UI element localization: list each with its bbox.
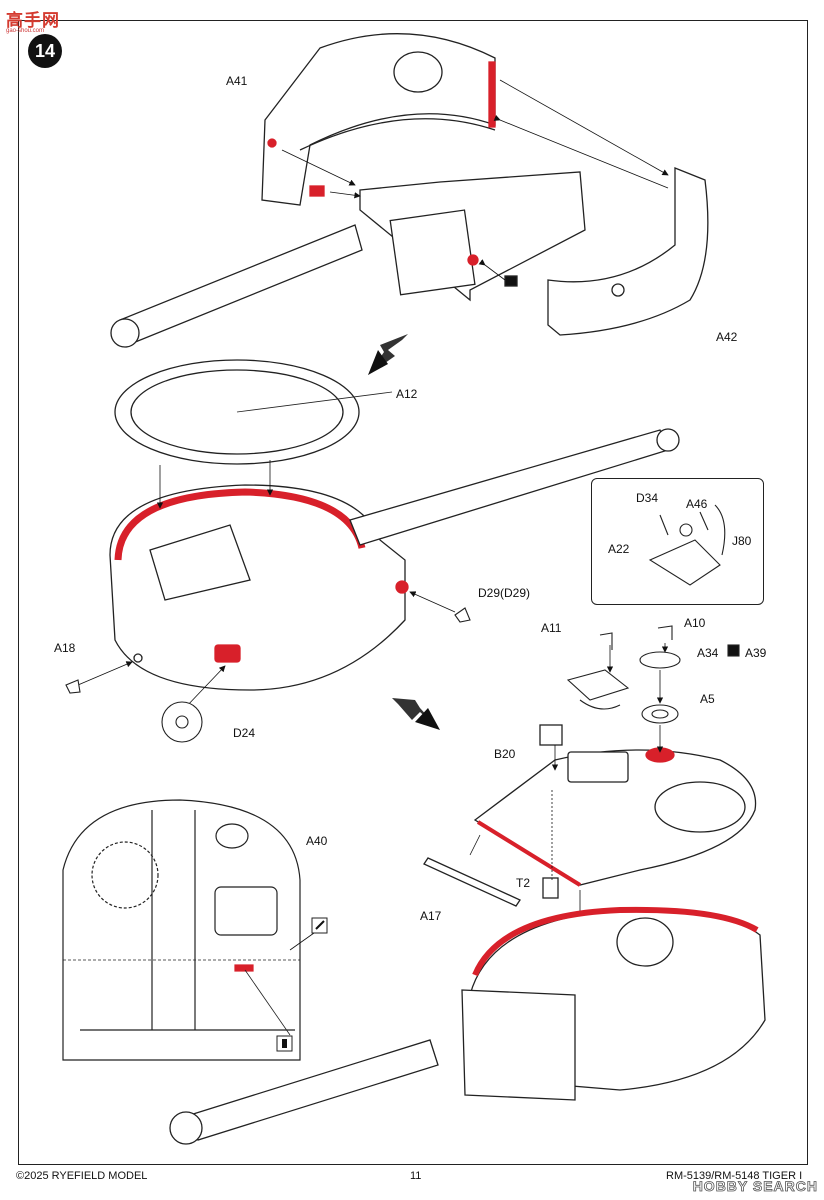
site-logo: 高手网 gao-shou.com — [6, 6, 70, 34]
label-a12: A12 — [396, 387, 418, 401]
assembly-lines-middle — [77, 460, 456, 709]
direction-arrow-icon — [368, 334, 440, 730]
turret-ring-shell-a41-a42 — [261, 33, 709, 336]
label-d24: D24 — [233, 726, 256, 740]
step-number-badge: 14 — [28, 34, 62, 68]
paint-brush-icon — [289, 917, 328, 951]
label-a41: A41 — [226, 74, 248, 88]
a41-glue-edge — [488, 61, 496, 128]
gun-mantlet-upper — [110, 171, 586, 348]
assembly-lines-top — [281, 79, 669, 281]
roof-plate-a40 — [62, 799, 301, 1061]
label-a10: A10 — [684, 616, 706, 630]
inset-a22-subassembly — [591, 478, 764, 605]
hobby-search-watermark: HOBBY SEARCH — [692, 1178, 818, 1195]
label-a46: A46 — [686, 497, 708, 511]
label-a11: A11 — [541, 621, 562, 635]
turret-ring-a12 — [114, 359, 393, 465]
footer-page-number: 11 — [410, 1170, 422, 1182]
site-logo-url: gao-shou.com — [6, 28, 45, 34]
cement-icon — [276, 1035, 293, 1052]
footer-copyright: ©2025 RYEFIELD MODEL — [16, 1170, 148, 1182]
inset-a22 — [648, 504, 726, 586]
site-logo-text: 高手网 — [6, 11, 60, 31]
label-a22: A22 — [608, 542, 630, 556]
turret-complete-bottom — [169, 906, 766, 1145]
label-t2: T2 — [516, 876, 531, 890]
label-j80: J80 — [732, 534, 752, 548]
label-a18: A18 — [54, 641, 76, 655]
hatch-parts-a10-a5 — [566, 625, 740, 724]
label-b20: B20 — [494, 747, 516, 761]
small-parts — [65, 607, 471, 743]
label-a34: A34 — [697, 646, 719, 660]
turret-roof-lower — [423, 724, 757, 907]
turret-body-middle — [109, 428, 680, 691]
page-frame — [18, 20, 808, 1165]
label-a40: A40 — [306, 834, 328, 848]
label-a39: A39 — [745, 646, 767, 660]
label-d34: D34 — [636, 491, 659, 505]
label-a5: A5 — [700, 692, 715, 706]
label-a17: A17 — [420, 909, 442, 923]
footer-kit-code: RM-5139/RM-5148 TIGER I — [666, 1170, 803, 1182]
label-a42: A42 — [716, 330, 738, 344]
label-d29: D29(D29) — [478, 586, 531, 600]
